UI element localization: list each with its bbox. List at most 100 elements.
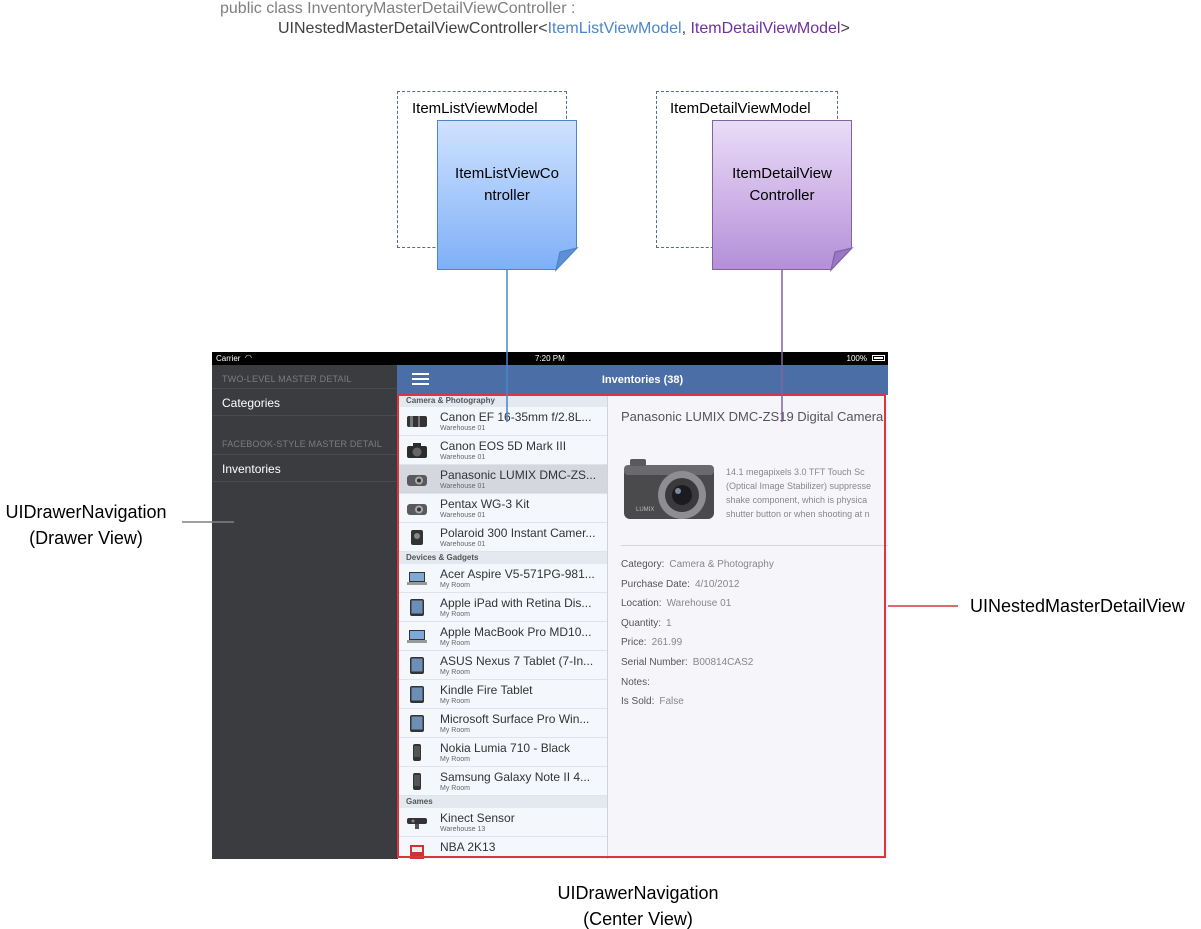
game-icon <box>406 843 428 859</box>
battery-icon <box>872 355 885 361</box>
list-item-location: My Room <box>440 756 470 763</box>
tablet-icon <box>406 599 428 616</box>
list-item-location: My Room <box>440 582 470 589</box>
list-item-location: Warehouse 01 <box>440 425 486 432</box>
svg-text:LUMIX: LUMIX <box>636 507 654 513</box>
detail-type-argument: ItemDetailViewModel <box>690 20 841 37</box>
detail-field: Price:261.99 <box>621 637 682 648</box>
detail-field-value: Camera & Photography <box>669 559 774 570</box>
list-viewmodel-label: ItemListViewModel <box>412 100 538 117</box>
detail-field-label: Category: <box>621 559 665 570</box>
list-item[interactable]: Polaroid 300 Instant Camer...Warehouse 0… <box>398 523 607 552</box>
center-view-label: UIDrawerNavigation (Center View) <box>557 883 719 929</box>
detail-field: Quantity:1 <box>621 618 672 629</box>
drawer-item-label: Categories <box>222 396 281 410</box>
status-bar: Carrier ◠ 7:20 PM 100% <box>212 352 888 365</box>
list-item-location: My Room <box>440 785 470 792</box>
list-item-location: My Room <box>440 698 470 705</box>
list-item-title: Canon EF 16-35mm f/2.8L... <box>440 410 592 424</box>
list-item[interactable]: Microsoft Surface Pro Win...My Room <box>398 709 607 738</box>
laptop-icon <box>406 570 428 587</box>
drawer-section-facebook-style: FACEBOOK-STYLE MASTER DETAIL <box>222 439 382 449</box>
list-item-title: Apple MacBook Pro MD10... <box>440 625 592 639</box>
detail-field-value: Warehouse 01 <box>666 598 732 610</box>
list-item-title: Pentax WG-3 Kit <box>440 497 530 511</box>
list-item[interactable]: Apple iPad with Retina Dis...My Room <box>398 593 607 622</box>
drawer-view: TWO-LEVEL MASTER DETAIL Categories FACEB… <box>212 365 397 859</box>
tablet-icon <box>406 715 428 732</box>
list-item-location: My Room <box>440 611 470 618</box>
list-item[interactable]: NBA 2K13 <box>398 837 607 859</box>
camera-product-image: LUMIX <box>624 459 714 519</box>
list-item-title: Kindle Fire Tablet <box>440 683 533 697</box>
list-item-location: My Room <box>440 669 470 676</box>
list-item-title: NBA 2K13 <box>440 840 496 854</box>
list-item[interactable]: Panasonic LUMIX DMC-ZS...Warehouse 01 <box>398 465 607 494</box>
class-declaration-line: public class InventoryMasterDetailViewCo… <box>220 0 576 17</box>
list-section-header: Games <box>398 796 607 808</box>
list-item-title: Microsoft Surface Pro Win... <box>440 712 590 726</box>
compact-camera-icon <box>406 500 428 517</box>
list-item-title: Acer Aspire V5-571PG-981... <box>440 567 595 581</box>
status-time: 7:20 PM <box>535 354 565 363</box>
list-item-title: Samsung Galaxy Note II 4... <box>440 770 591 784</box>
list-item-location: Warehouse 13 <box>440 826 486 833</box>
list-item-location: My Room <box>440 727 470 734</box>
tablet-icon <box>406 657 428 674</box>
list-item[interactable]: Acer Aspire V5-571PG-981...My Room <box>398 564 607 593</box>
nav-title: Inventories (38) <box>601 374 684 386</box>
list-item-location: Warehouse 01 <box>440 541 486 548</box>
detail-field-label: Price: <box>621 637 647 649</box>
detail-pane: Panasonic LUMIX DMC-ZS19 Digital Camera … <box>608 395 888 859</box>
list-item-title: Canon EOS 5D Mark III <box>440 439 567 453</box>
detail-field-value: B00814CAS2 <box>692 657 754 668</box>
phone-icon <box>406 744 428 761</box>
list-item-location: Warehouse 01 <box>440 483 486 490</box>
instant-camera-icon <box>406 529 428 546</box>
detail-field-value: 4/10/2012 <box>694 578 740 590</box>
drawer-item-categories[interactable]: Categories <box>212 388 397 416</box>
list-item[interactable]: Samsung Galaxy Note II 4...My Room <box>398 767 607 796</box>
detail-field-value: False <box>659 696 684 708</box>
detail-field: Serial Number: B00814CAS2 <box>621 657 753 668</box>
list-section-header: Devices & Gadgets <box>398 552 607 564</box>
drawer-item-inventories[interactable]: Inventories <box>212 454 397 482</box>
tablet-icon <box>406 686 428 703</box>
list-item-title: Panasonic LUMIX DMC-ZS... <box>440 468 597 482</box>
menu-icon[interactable] <box>412 373 429 386</box>
drawer-view-label: UIDrawerNavigation (Drawer View) <box>5 502 167 548</box>
compact-camera-icon <box>406 471 428 488</box>
type-argument-separator: , <box>681 20 691 37</box>
detail-field-label: Notes: <box>621 676 650 688</box>
detail-field-label: Serial Number: <box>621 657 688 668</box>
detail-title: Panasonic LUMIX DMC-ZS19 Digital Camera <box>621 409 884 424</box>
sensor-icon <box>406 814 428 831</box>
detail-field-label: Quantity: <box>621 617 662 629</box>
carrier-label: Carrier <box>216 354 241 363</box>
list-item[interactable]: ASUS Nexus 7 Tablet (7-In...My Room <box>398 651 607 680</box>
laptop-icon <box>406 628 428 645</box>
battery-percent: 100% <box>846 354 867 363</box>
phone-icon <box>406 773 428 790</box>
list-item[interactable]: Apple MacBook Pro MD10...My Room <box>398 622 607 651</box>
product-description: 14.1 megapixels 3.0 TFT Touch Sc (Optica… <box>726 467 872 519</box>
lens-icon <box>406 413 428 430</box>
list-item-location: Warehouse 01 <box>440 512 486 519</box>
list-item-location: My Room <box>440 640 470 647</box>
list-item[interactable]: Canon EF 16-35mm f/2.8L...Warehouse 01 <box>398 407 607 436</box>
list-type-argument: ItemListViewModel <box>547 20 682 37</box>
detail-field: Purchase Date:4/10/2012 <box>621 579 739 590</box>
detail-field-label: Location: <box>621 598 662 610</box>
nested-master-detail-highlight <box>397 394 886 858</box>
base-class-prefix: UINestedMasterDetailViewController< <box>278 20 548 37</box>
drawer-section-two-level: TWO-LEVEL MASTER DETAIL <box>222 374 352 384</box>
